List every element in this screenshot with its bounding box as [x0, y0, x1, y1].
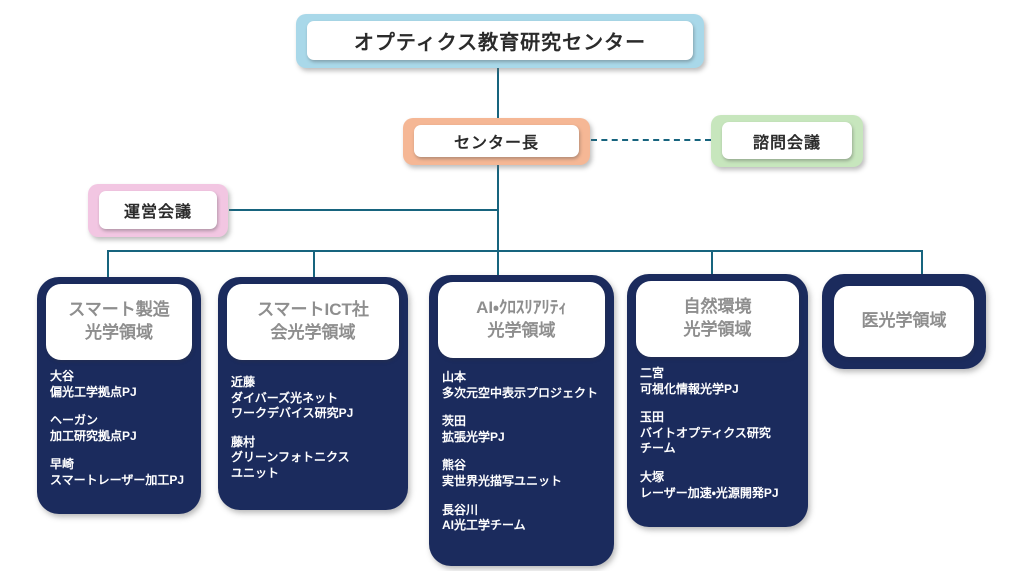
member-project: 多次元空中表示プロジェクト: [442, 385, 599, 400]
node-advisory-council-label: 諮問会議: [722, 122, 852, 159]
connector-drop-ai-xr: [497, 250, 499, 278]
member-project: 可視化情報光学PJ: [640, 381, 739, 396]
member: 大塚 レーザー加速・光源開発PJ: [640, 470, 801, 501]
member-project: ダイバーズ光ネット ワークデバイス研究PJ: [231, 390, 354, 421]
node-center-title-label: オプティクス教育研究センター: [307, 21, 693, 60]
member-project: 加工研究拠点PJ: [50, 428, 137, 443]
member: ヘーガン 加工研究拠点PJ: [50, 413, 194, 444]
member-project: バイトオプティクス研究 チーム: [640, 425, 771, 456]
member-name: 熊谷: [442, 458, 467, 473]
member-project: 拡張光学PJ: [442, 429, 505, 444]
connector-drop-smart-manufacturing: [107, 250, 109, 278]
connector-director-advisory-dashed: [591, 139, 711, 141]
member-project: レーザー加速・光源開発PJ: [640, 485, 779, 500]
group-medical-optics: 医光学領域: [822, 274, 986, 369]
member-name: 近藤: [231, 375, 256, 389]
member: 早崎 スマートレーザー加工PJ: [50, 457, 194, 488]
member-name: ヘーガン: [50, 413, 99, 428]
member: 玉田 バイトオプティクス研究 チーム: [640, 410, 801, 457]
member-name: 長谷川: [442, 502, 479, 517]
member-project: 偏光工学拠点PJ: [50, 384, 137, 399]
group-smart-manufacturing-optics: スマート製造 光学領域 大谷 偏光工学拠点PJ ヘーガン 加工研究拠点PJ 早崎…: [37, 277, 201, 514]
member: 大谷 偏光工学拠点PJ: [50, 369, 194, 400]
member-name: 早崎: [50, 457, 75, 472]
member-name: 山本: [442, 370, 467, 384]
group-smart-ict-society-optics: スマートICT社 会光学領域 近藤 ダイバーズ光ネット ワークデバイス研究PJ …: [218, 277, 408, 510]
connector-branch-horizontal: [107, 250, 923, 252]
member-project: AI光工学チーム: [442, 518, 526, 533]
member: 長谷川 AI光工学チーム: [442, 503, 607, 534]
connector-root-director: [497, 68, 499, 119]
connector-drop-smart-ict: [313, 250, 315, 278]
group-title: スマート製造 光学領域: [46, 284, 192, 360]
member-name: 二宮: [640, 366, 665, 380]
member-name: 大塚: [640, 469, 665, 484]
member-name: 茨田: [442, 414, 467, 429]
group-member-list: 近藤 ダイバーズ光ネット ワークデバイス研究PJ 藤村 グリーンフォトニクス ユ…: [231, 375, 401, 495]
connector-director-branch: [497, 163, 499, 251]
member-project: 実世界光描写ユニット: [442, 473, 563, 488]
group-title: 自然環境 光学領域: [636, 281, 799, 357]
member: 近藤 ダイバーズ光ネット ワークデバイス研究PJ: [231, 375, 401, 422]
member: 茨田 拡張光学PJ: [442, 414, 607, 445]
group-title: AI・ｸﾛｽﾘｱﾘﾃｨ 光学領域: [438, 282, 605, 358]
connector-drop-natural-environment: [711, 250, 713, 278]
node-management-council: 運営会議: [88, 184, 228, 237]
member: 山本 多次元空中表示プロジェクト: [442, 370, 607, 401]
connector-drop-medical: [921, 250, 923, 278]
group-ai-cross-reality-optics: AI・ｸﾛｽﾘｱﾘﾃｨ 光学領域 山本 多次元空中表示プロジェクト 茨田 拡張光…: [429, 275, 614, 566]
node-advisory-council: 諮問会議: [711, 115, 863, 167]
member: 熊谷 実世界光描写ユニット: [442, 458, 607, 489]
group-member-list: 二宮 可視化情報光学PJ 玉田 バイトオプティクス研究 チーム 大塚 レーザー加…: [640, 366, 801, 514]
group-title: スマートICT社 会光学領域: [227, 284, 399, 360]
connector-management: [229, 209, 498, 211]
member-name: 藤村: [231, 434, 256, 449]
node-management-council-label: 運営会議: [99, 191, 217, 229]
member-name: 玉田: [640, 410, 665, 425]
member-name: 大谷: [50, 369, 75, 383]
group-title: 医光学領域: [834, 286, 974, 357]
group-member-list: 大谷 偏光工学拠点PJ ヘーガン 加工研究拠点PJ 早崎 スマートレーザー加工P…: [50, 369, 194, 502]
group-member-list: 山本 多次元空中表示プロジェクト 茨田 拡張光学PJ 熊谷 実世界光描写ユニット…: [442, 370, 607, 547]
member-project: スマートレーザー加工PJ: [50, 472, 185, 487]
member-project: グリーンフォトニクス ユニット: [231, 450, 350, 480]
node-center-title: オプティクス教育研究センター: [296, 14, 704, 68]
node-center-director: センター長: [403, 118, 590, 165]
member: 二宮 可視化情報光学PJ: [640, 366, 801, 397]
node-center-director-label: センター長: [414, 125, 579, 157]
group-natural-environment-optics: 自然環境 光学領域 二宮 可視化情報光学PJ 玉田 バイトオプティクス研究 チー…: [627, 274, 808, 527]
member: 藤村 グリーンフォトニクス ユニット: [231, 435, 401, 482]
